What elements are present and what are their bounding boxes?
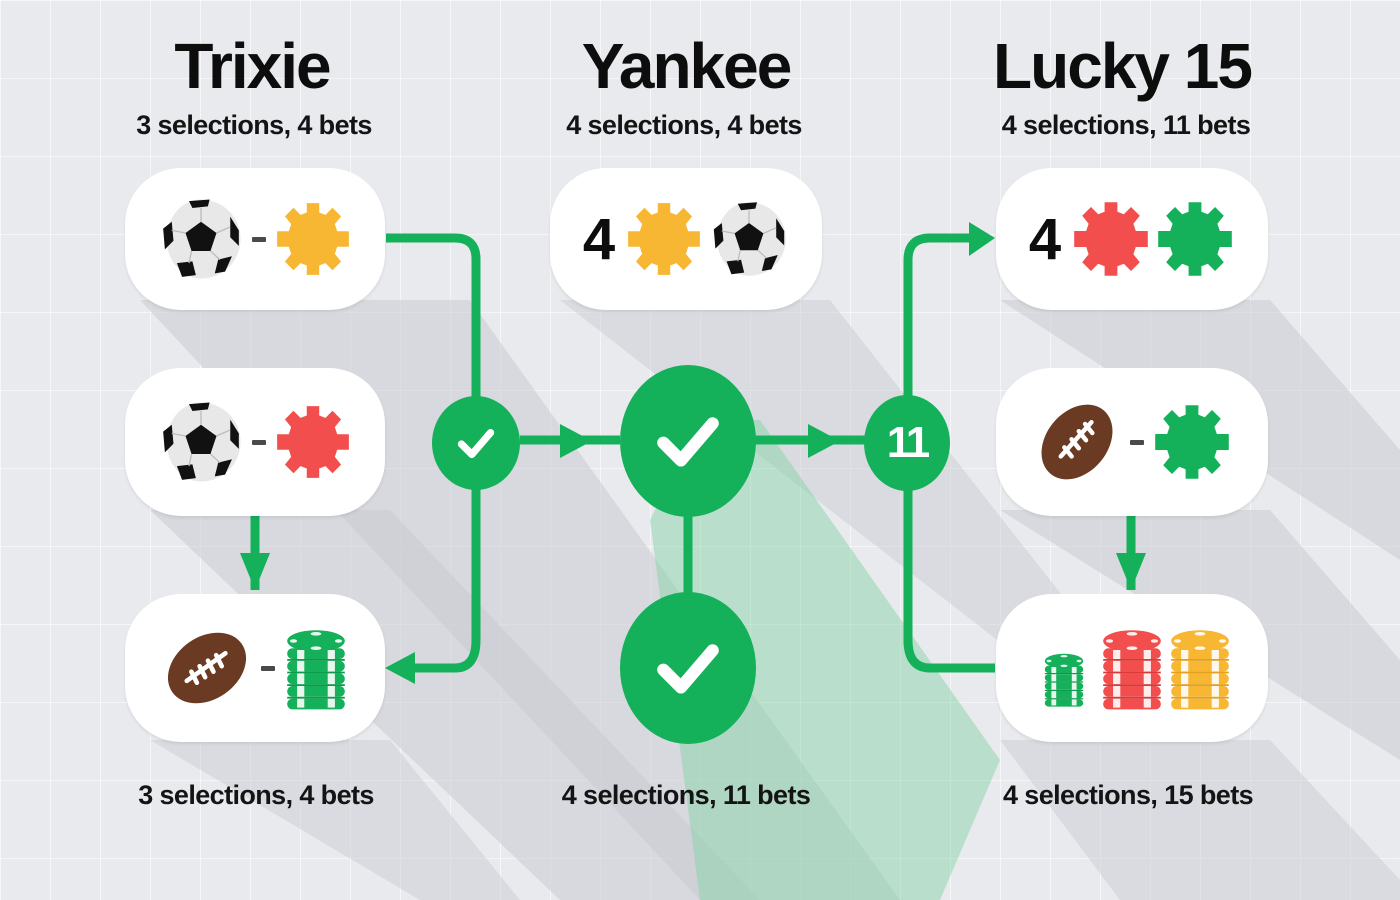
- lucky15-card-1: 4: [996, 168, 1268, 310]
- chip-stack-green-icon: [1030, 649, 1098, 709]
- american-football-icon: [161, 622, 253, 714]
- yankee-card-1: 4: [550, 168, 822, 310]
- arrow-right-yankee-lucky: [808, 424, 840, 458]
- check-icon: [644, 397, 732, 485]
- yankee-subtitle: 4 selections, 4 bets: [566, 110, 802, 140]
- arrow-down-lucky: [1116, 553, 1146, 590]
- chip-yellow-icon: [625, 196, 703, 282]
- chip-stack-yellow-icon: [1166, 623, 1234, 713]
- arrow-left-trixie: [385, 652, 415, 684]
- chip-green-icon: [1155, 195, 1235, 283]
- trixie-check-node: [432, 396, 520, 490]
- selection-count: 4: [1028, 206, 1062, 272]
- chip-stack-red-icon: [1098, 623, 1166, 713]
- yankee-footer: 4 selections, 11 bets: [561, 780, 811, 810]
- selection-count: 4: [582, 206, 616, 272]
- dash-icon: [252, 439, 266, 445]
- arrow-down-trixie: [240, 553, 270, 590]
- chip-stack-green-icon: [283, 623, 349, 713]
- chip-red-icon: [1071, 195, 1151, 283]
- lucky15-count-node: 11: [864, 395, 950, 491]
- arrow-right-trixie-yankee: [560, 424, 592, 458]
- trixie-subtitle: 3 selections, 4 bets: [136, 110, 372, 140]
- yankee-lower-check-node: [620, 592, 756, 744]
- trixie-title: Trixie: [174, 30, 331, 102]
- lucky15-card-2: [996, 368, 1268, 516]
- lucky15-card-3: [996, 594, 1268, 742]
- yankee-check-node: [620, 365, 756, 517]
- soccer-ball-icon: [158, 193, 244, 285]
- soccer-ball-icon: [158, 396, 244, 488]
- dash-icon: [1130, 439, 1144, 445]
- chip-red-icon: [274, 399, 352, 485]
- bet-count-label: 11: [886, 418, 930, 467]
- soccer-ball-icon: [709, 195, 789, 283]
- lucky15-footer: 4 selections, 15 bets: [1002, 780, 1254, 810]
- trixie-footer: 3 selections, 4 bets: [138, 780, 374, 810]
- dash-icon: [261, 665, 275, 671]
- chip-green-icon: [1152, 398, 1232, 486]
- arrow-right-lucky-top: [969, 222, 995, 256]
- chip-yellow-icon: [274, 196, 352, 282]
- lucky15-title: Lucky 15: [993, 30, 1253, 102]
- lucky15-subtitle: 4 selections, 11 bets: [1001, 110, 1251, 140]
- yankee-title: Yankee: [581, 30, 793, 102]
- check-icon: [644, 624, 732, 712]
- trixie-card-1: [125, 168, 385, 310]
- trixie-card-3: [125, 594, 385, 742]
- dash-icon: [252, 236, 266, 242]
- trixie-card-2: [125, 368, 385, 516]
- american-football-icon: [1032, 395, 1122, 489]
- check-icon: [450, 417, 502, 469]
